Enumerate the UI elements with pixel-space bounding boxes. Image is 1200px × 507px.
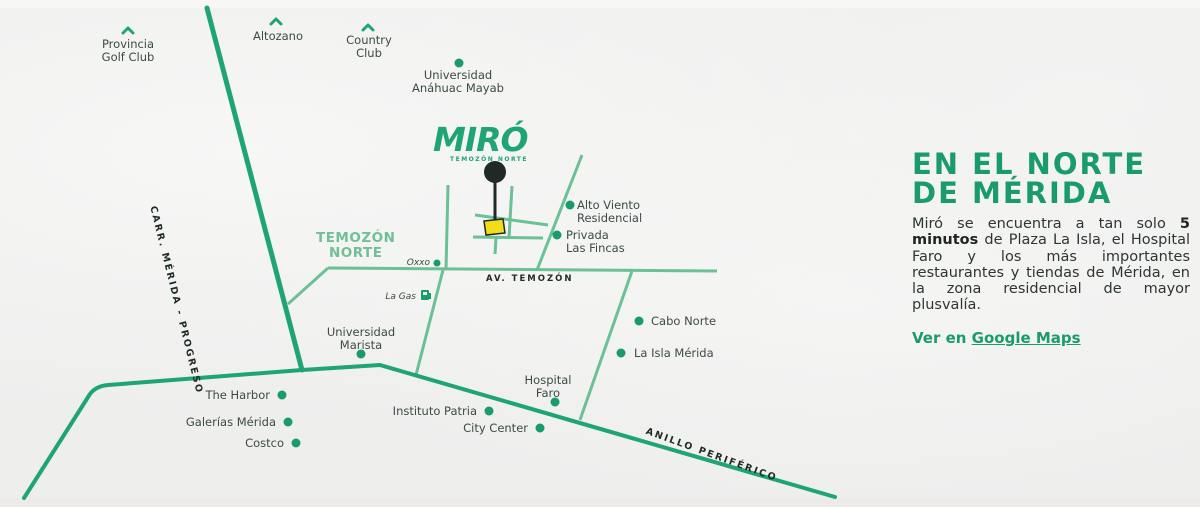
landmark-altozano: Altozano [253,30,303,43]
poi-city-center: City Center [463,421,528,435]
landmark-label: Altozano [252,29,304,43]
description-text: Miró se encuentra a tan solo [912,216,1180,232]
landmark-label: Club [356,46,382,60]
dot-alto-viento [565,200,575,210]
dot-costco [291,438,301,448]
poi-la-gas: La Gas [385,292,416,302]
road-carretera [204,5,305,373]
poi-galerias: Galerías Mérida [185,415,276,429]
road-label-temozon: AV. TEMOZÓN [486,274,574,284]
dot-cabo-norte [634,316,644,326]
gas-pump-icon [421,290,431,300]
poi-instituto-patria: Instituto Patria [392,404,477,418]
landmark-label: Country [346,33,392,47]
dot-privada [552,230,562,240]
poi-alto-viento: Alto Viento Residencial [577,199,642,225]
chevron-up-icon [121,26,135,35]
landmark-country-club: Country Club [346,34,392,60]
poi-label: Faro [535,386,561,400]
link-text: Google Maps [971,328,1081,347]
poi-anahuac: Universidad Anáhuac Mayab [412,69,504,95]
chevron-up-icon [269,17,283,26]
poi-label: Residencial [577,211,643,225]
dot-la-isla [616,348,626,358]
miro-logo-subtitle: TEMOZÓN NORTE [450,156,528,163]
info-panel: EN EL NORTE DE MÉRIDA Miró se encuentra … [912,150,1190,347]
landmark-label: Golf Club [101,50,155,64]
dot-oxxo [433,259,441,267]
bottom-strip [0,498,1200,507]
poi-oxxo: Oxxo [406,258,430,268]
description-text: de Plaza La Isla, el Hospital Faro y los… [912,232,1190,314]
poi-marista: Universidad Marista [327,326,395,352]
poi-cabo-norte: Cabo Norte [651,314,717,328]
landmark-provincia: Provincia Golf Club [102,38,155,64]
miro-logo: MIRÓ [433,120,529,159]
link-prefix: Ver en [912,328,972,347]
zone-label: TEMOZÓN [316,230,396,246]
zone-label: NORTE [328,245,383,261]
chevron-up-icon [361,23,375,32]
heading-line: DE MÉRIDA [912,176,1113,210]
dot-city-center [535,423,545,433]
poi-label: Marista [339,338,383,352]
description-highlight: 5 minutos [912,216,1190,249]
poi-label: Las Fincas [566,241,625,255]
dot-hospital [550,397,560,407]
poi-label: Hospital [524,373,572,387]
poi-label: Privada [566,228,609,242]
dot-anahuac [454,58,464,68]
zone-temozon-norte: TEMOZÓN NORTE [316,231,395,261]
road-periferico [22,363,837,500]
poi-costco: Costco [245,436,284,450]
poi-la-isla: La Isla Mérida [634,346,714,360]
dot-marista [356,349,366,359]
dot-patria [484,406,494,416]
poi-the-harbor: The Harbor [205,388,270,402]
heading-line: EN EL NORTE [912,147,1147,181]
poi-hospital-faro: Hospital Faro [525,374,572,400]
poi-label: Anáhuac Mayab [412,81,504,95]
poi-label: Universidad [423,68,493,82]
location-pin-icon [483,161,506,236]
panel-heading: EN EL NORTE DE MÉRIDA [912,150,1190,208]
dot-galerias [283,417,293,427]
poi-label: Alto Viento [577,198,640,212]
property-lot [483,218,506,236]
road-av-temozon [327,266,718,273]
poi-label: Universidad [326,325,396,339]
poi-privada: Privada Las Fincas [566,229,625,255]
landmark-label: Provincia [101,37,155,51]
panel-description: Miró se encuentra a tan solo 5 minutos d… [912,216,1190,314]
google-maps-link[interactable]: Ver en Google Maps [912,329,1190,347]
top-strip [0,0,1200,8]
dot-harbor [277,390,287,400]
